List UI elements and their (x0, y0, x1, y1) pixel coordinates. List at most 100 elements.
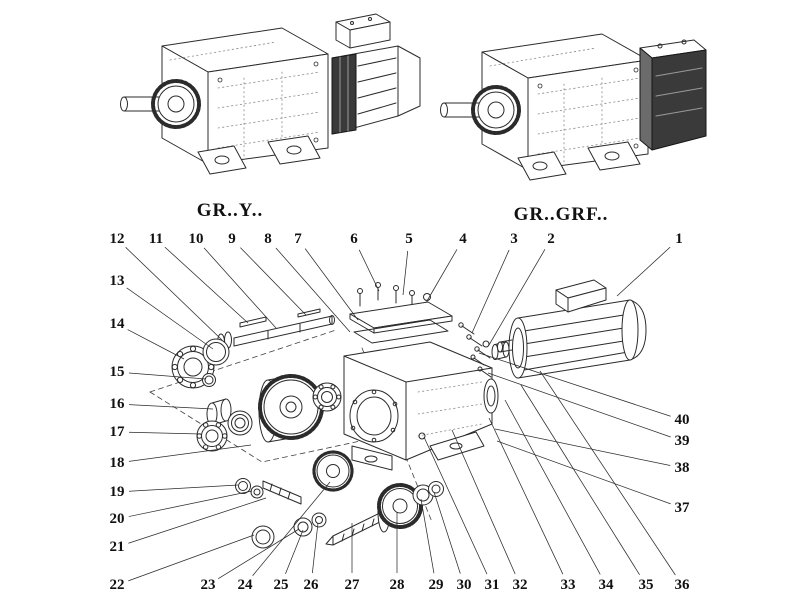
callout-11: 11 (149, 231, 163, 247)
intermediate-gear-set (235, 450, 354, 549)
callout-35: 35 (639, 577, 654, 593)
leader-line-15 (128, 372, 207, 380)
motor-stator-dark (331, 53, 357, 135)
callout-40: 40 (675, 412, 690, 428)
callout-30: 30 (457, 577, 472, 593)
callout-16: 16 (110, 396, 126, 412)
housing-texture (169, 41, 321, 159)
main-gear (258, 374, 324, 443)
output-shaft-left-view (120, 79, 201, 129)
leader-line-19 (128, 484, 239, 492)
leader-line-11 (164, 246, 249, 324)
input-pinion (491, 341, 510, 360)
leader-line-2 (488, 249, 546, 346)
callout-31: 31 (485, 577, 500, 593)
motor-left-view (331, 13, 421, 135)
motor-flange (508, 317, 528, 379)
model-label-gr-y: GR..Y.. (196, 200, 264, 221)
exploded-view (149, 279, 647, 549)
housing-foot-right (429, 431, 485, 461)
callout-29: 29 (429, 577, 444, 593)
leader-line-40 (478, 352, 671, 417)
top-cover-assembly (349, 282, 453, 344)
leader-line-23 (218, 528, 300, 580)
callout-6: 6 (350, 231, 358, 247)
callout-17: 17 (110, 424, 126, 440)
callout-3: 3 (510, 231, 518, 247)
callout-9: 9 (228, 231, 236, 247)
leader-line-24 (252, 481, 331, 576)
callout-32: 32 (513, 577, 528, 593)
leader-line-38 (494, 428, 671, 466)
callout-22: 22 (110, 577, 125, 593)
end-cap (251, 525, 275, 549)
callout-34: 34 (599, 577, 615, 593)
leader-line-39 (487, 372, 671, 438)
callout-21: 21 (110, 539, 125, 555)
leader-line-29 (420, 498, 435, 574)
leader-line-14 (127, 329, 185, 360)
leader-line-35 (520, 384, 640, 576)
callout-38: 38 (675, 460, 690, 476)
leader-line-34 (504, 399, 601, 575)
gear-housing (343, 341, 499, 471)
callout-4: 4 (459, 231, 467, 247)
housing-foot-front (351, 445, 393, 471)
leader-line-18 (128, 444, 252, 462)
callout-10: 10 (189, 231, 204, 247)
callout-25: 25 (274, 577, 289, 593)
callout-19: 19 (110, 484, 125, 500)
output-shaft-right-view (440, 85, 521, 135)
callout-14: 14 (110, 316, 126, 332)
callout-24: 24 (238, 577, 254, 593)
callout-37: 37 (675, 500, 691, 516)
callout-15: 15 (110, 364, 125, 380)
leader-line-33 (488, 417, 564, 575)
callout-26: 26 (304, 577, 320, 593)
leader-line-6 (358, 249, 380, 292)
callout-36: 36 (675, 577, 691, 593)
leader-line-17 (128, 431, 202, 435)
callout-28: 28 (390, 577, 405, 593)
callout-12: 12 (110, 231, 125, 247)
cover-gasket (353, 319, 449, 344)
lower-bearings (196, 410, 253, 452)
mounting-feet-right-view (517, 141, 641, 181)
assembled-view-gr-grf (440, 33, 707, 181)
callout-7: 7 (294, 231, 302, 247)
leader-line-8 (275, 247, 351, 333)
leader-line-31 (423, 436, 488, 575)
leader-line-36 (539, 370, 676, 576)
callout-2: 2 (547, 231, 555, 247)
leader-line-25 (285, 529, 304, 574)
model-label-gr-grf: GR..GRF.. (513, 204, 609, 225)
callout-5: 5 (405, 231, 413, 247)
leader-line-26 (311, 522, 319, 574)
callout-23: 23 (201, 577, 216, 593)
leader-line-3 (471, 249, 510, 334)
callout-1: 1 (675, 231, 683, 247)
leader-line-37 (496, 440, 671, 505)
pinion-shaft-set (325, 481, 444, 546)
motor-exploded (497, 279, 647, 379)
leader-line-7 (304, 248, 359, 321)
leader-line-12 (125, 247, 223, 341)
assembled-view-gr-y (120, 13, 421, 175)
callout-8: 8 (264, 231, 272, 247)
leader-line-10 (203, 247, 277, 329)
gear-side-bearing (312, 382, 342, 412)
leader-line-30 (433, 491, 461, 574)
leader-line-5 (402, 250, 409, 296)
output-seals-bearings (171, 338, 230, 389)
leader-line-32 (451, 429, 516, 575)
callout-13: 13 (110, 273, 125, 289)
leader-line-21 (128, 497, 267, 544)
callout-27: 27 (345, 577, 361, 593)
cover-screws (357, 282, 415, 309)
mounting-feet-left-view (197, 135, 321, 175)
drain-plug (418, 432, 426, 440)
leader-line-22 (128, 534, 255, 582)
